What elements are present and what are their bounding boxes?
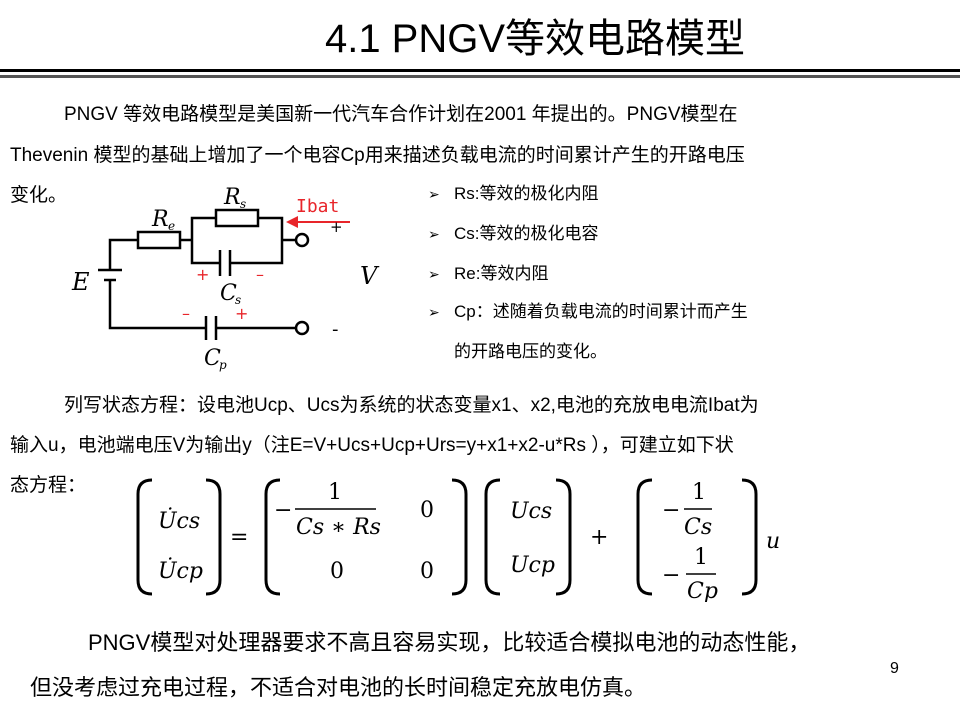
wire-cs-right <box>230 240 284 265</box>
equals-sign: = <box>230 525 248 550</box>
list-item: ➢ Cp：述随着负载电流的时间累计而产生 <box>428 300 748 324</box>
state-equation: U̇cs U̇cp = − 1 Cs ∗ Rs 0 0 0 Ucs Ucp + … <box>136 478 780 602</box>
cp-minus-sign: – <box>182 304 190 323</box>
list-item: ➢ Rs:等效的极化内阻 <box>428 182 599 206</box>
label-cs: C <box>220 281 237 306</box>
lhs-ucp-dot: U̇cp <box>158 558 203 584</box>
intro-line-1: PNGV 等效电路模型是美国新一代汽车合作计划在2001 年提出的。PNGV模型… <box>64 104 738 125</box>
label-rs: R <box>223 185 241 210</box>
state-text-line-3: 态方程： <box>10 475 87 496</box>
wire-left-top <box>108 238 138 270</box>
lhs-left-bracket <box>136 478 153 596</box>
b2-denominator: Cp <box>687 579 718 602</box>
rs-resistor <box>214 208 260 228</box>
a22-value: 0 <box>420 559 434 584</box>
b2-numerator: 1 <box>694 545 708 570</box>
label-cp-sub: p <box>219 358 227 372</box>
intro-line-2: Thevenin 模型的基础上增加了一个电容Cp用来描述负载电流的时间累计产生的… <box>10 145 745 166</box>
page-number: 9 <box>890 660 899 677</box>
list-item-text: Rs:等效的极化内阻 <box>454 184 599 203</box>
label-cs-sub: s <box>235 293 241 307</box>
terminal-minus-sign: - <box>332 319 339 340</box>
label-e: E <box>71 268 90 296</box>
b-left-bracket <box>636 478 653 596</box>
arrow-bullet-icon: ➢ <box>428 304 440 320</box>
label-rs-sub: s <box>240 197 246 211</box>
list-item-text: Cp：述随着负载电流的时间累计而产生 <box>454 302 748 321</box>
b-right-bracket <box>741 478 758 596</box>
b2-sign: − <box>662 563 680 588</box>
x-left-bracket <box>484 478 501 596</box>
title-divider <box>0 69 960 72</box>
terminal-plus-sign: + <box>330 218 343 236</box>
conclusion-line-1: PNGV模型对处理器要求不高且容易实现，比较适合模拟电池的动态性能， <box>88 630 811 655</box>
plus-sign: + <box>590 525 608 550</box>
a-left-bracket <box>264 478 281 596</box>
lhs-right-bracket <box>205 478 222 596</box>
conclusion-line-2: 但没考虑过充电过程，不适合对电池的长时间稳定充放电仿真。 <box>30 675 647 700</box>
x-right-bracket <box>555 478 572 596</box>
b1-sign: − <box>662 498 680 523</box>
cp-plus-sign: + <box>235 304 248 323</box>
input-u: u <box>766 529 780 554</box>
a11-denominator: Cs ∗ Rs <box>296 515 381 540</box>
arrow-bullet-icon: ➢ <box>428 186 440 202</box>
a12-value: 0 <box>420 498 434 523</box>
x-ucs: Ucs <box>510 499 552 524</box>
label-re-sub: e <box>168 219 175 233</box>
intro-line-3: 变化。 <box>10 185 68 206</box>
a-right-bracket <box>451 478 468 596</box>
list-item: ➢ Cs:等效的极化电容 <box>428 222 599 246</box>
lhs-ucs-dot: U̇cs <box>158 508 200 534</box>
list-item-text: Re:等效内阻 <box>454 264 549 283</box>
arrow-bullet-icon: ➢ <box>428 226 440 242</box>
title-divider-secondary <box>0 75 960 78</box>
wire-cs-left <box>190 240 220 265</box>
page-title: 4.1 PNGV等效电路模型 <box>324 17 746 61</box>
label-cp: C <box>204 346 221 371</box>
cs-plus-sign: + <box>196 265 209 284</box>
re-resistor <box>136 230 182 250</box>
wire-rs-right <box>258 216 284 240</box>
plus-terminal <box>294 232 310 248</box>
minus-terminal <box>294 320 310 336</box>
list-item-continuation: 的开路电压的变化。 <box>454 342 607 361</box>
list-item-text: Cs:等效的极化电容 <box>454 224 599 243</box>
label-ibat: Ibat <box>296 196 339 217</box>
a21-value: 0 <box>330 559 344 584</box>
ibat-arrow-head <box>286 216 298 228</box>
arrow-bullet-icon: ➢ <box>428 266 440 282</box>
state-text-line-1: 列写状态方程：设电池Ucp、Ucs为系统的状态变量x1、x2,电池的充放电电流I… <box>64 395 759 416</box>
b1-denominator: Cs <box>684 515 712 540</box>
pngv-circuit-diagram: E R e R s C s C p V Ibat + – – + + - <box>71 185 380 372</box>
label-re: R <box>151 207 169 232</box>
wire-bottom-left <box>108 280 206 330</box>
list-item: ➢ Re:等效内阻 <box>428 262 548 286</box>
wire-rs-left <box>190 216 216 240</box>
a11-sign: − <box>274 498 292 523</box>
state-text-line-2: 输入u，电池端电压V为输出y（注E=V+Ucs+Ucp+Urs=y+x1+x2-… <box>10 435 734 456</box>
b1-numerator: 1 <box>692 480 706 505</box>
cs-minus-sign: – <box>256 265 264 284</box>
label-v: V <box>360 262 380 290</box>
a11-numerator: 1 <box>328 480 342 505</box>
x-ucp: Ucp <box>510 553 555 578</box>
